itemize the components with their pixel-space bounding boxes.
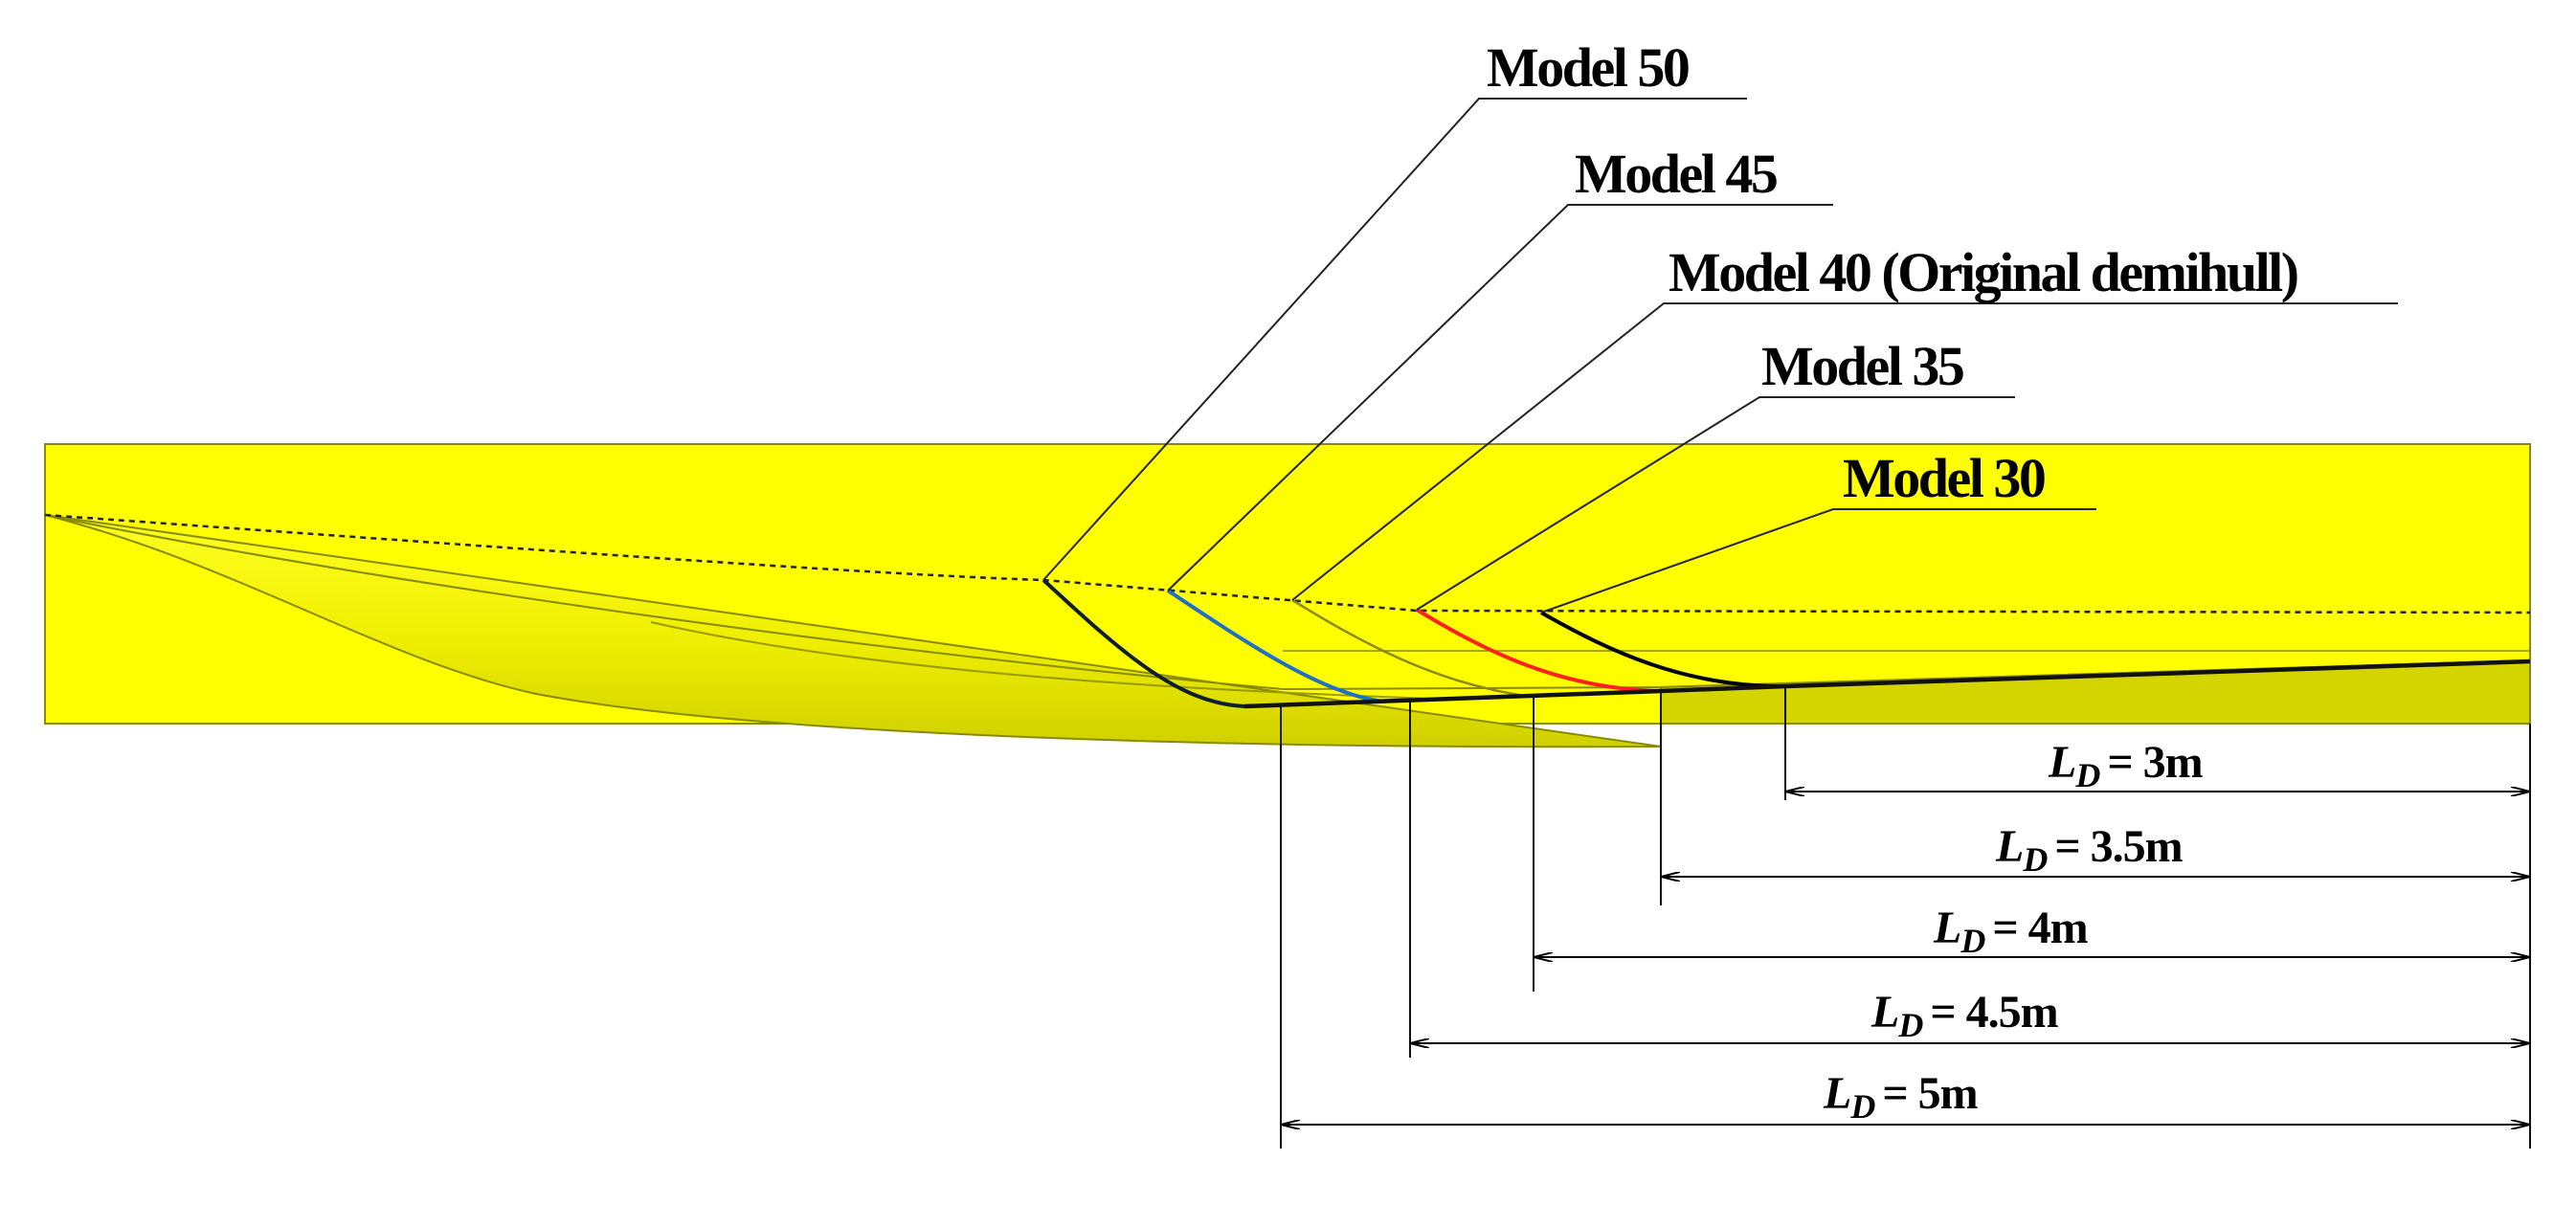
dimension-arrows (1281, 792, 2530, 1125)
step-curve-model-45 (1166, 589, 1384, 703)
hull-chine-line (44, 514, 1662, 691)
dimension-value: = 3m (2107, 737, 2203, 788)
dimension-value: = 5m (1882, 1068, 1978, 1119)
hull-body (44, 443, 2531, 748)
dimension-subscript: D (1897, 1006, 1923, 1044)
hull-deck-sheer-dotted (44, 513, 2531, 614)
step-curves (1042, 578, 2531, 709)
hull-keel-line (650, 621, 1437, 700)
label-model-50: Model 50 (1487, 36, 1689, 99)
dimension-label-4-5m: LD= 4.5m (1870, 987, 2059, 1044)
step-curve-model-50 (1042, 578, 1245, 708)
dimension-symbol: L (1933, 903, 1960, 953)
step-curve-model-35 (1415, 608, 1662, 693)
label-model-30: Model 30 (1843, 447, 2045, 509)
step-curve-model-30 (1540, 611, 1786, 689)
dimension-label-5m: LD= 5m (1823, 1068, 1979, 1126)
dimension-labels: LD= 3m LD= 3.5m LD= 4m LD= 4.5m LD= 5m (1823, 737, 2205, 1126)
dimension-label-3m: LD= 3m (2048, 737, 2204, 794)
leader-model-50 (1042, 98, 1747, 581)
dimension-subscript: D (2022, 840, 2048, 879)
dimension-value: = 4.5m (1930, 987, 2058, 1038)
dimension-symbol: L (1995, 821, 2023, 872)
label-model-45: Model 45 (1575, 143, 1777, 205)
bottom-profile-line (1243, 658, 2531, 709)
dimension-value: = 4m (1992, 903, 2088, 953)
label-model-40: Model 40 (Original demihull) (1669, 241, 2297, 303)
leader-model-45 (1167, 204, 1833, 591)
leader-model-30 (1540, 508, 2096, 614)
dimension-subscript: D (1849, 1087, 1875, 1126)
model-labels: Model 50 Model 45 Model 40 (Original dem… (1487, 36, 2299, 509)
label-model-35: Model 35 (1761, 335, 1963, 397)
dimension-symbol: L (1823, 1068, 1850, 1119)
dimension-label-4m: LD= 4m (1933, 903, 2089, 960)
leader-model-35 (1416, 396, 2015, 611)
step-curve-model-40 (1291, 598, 1533, 699)
dimension-subscript: D (1960, 922, 1985, 960)
dimension-subscript: D (2074, 756, 2100, 794)
dimension-value: = 3.5m (2054, 821, 2183, 872)
extension-lines (1280, 686, 2531, 1149)
leader-model-40 (1291, 302, 2398, 601)
leader-lines (1042, 98, 2398, 614)
dimension-symbol: L (1870, 987, 1898, 1038)
dimension-symbol: L (2048, 737, 2075, 788)
dimension-label-3-5m: LD= 3.5m (1995, 821, 2184, 879)
